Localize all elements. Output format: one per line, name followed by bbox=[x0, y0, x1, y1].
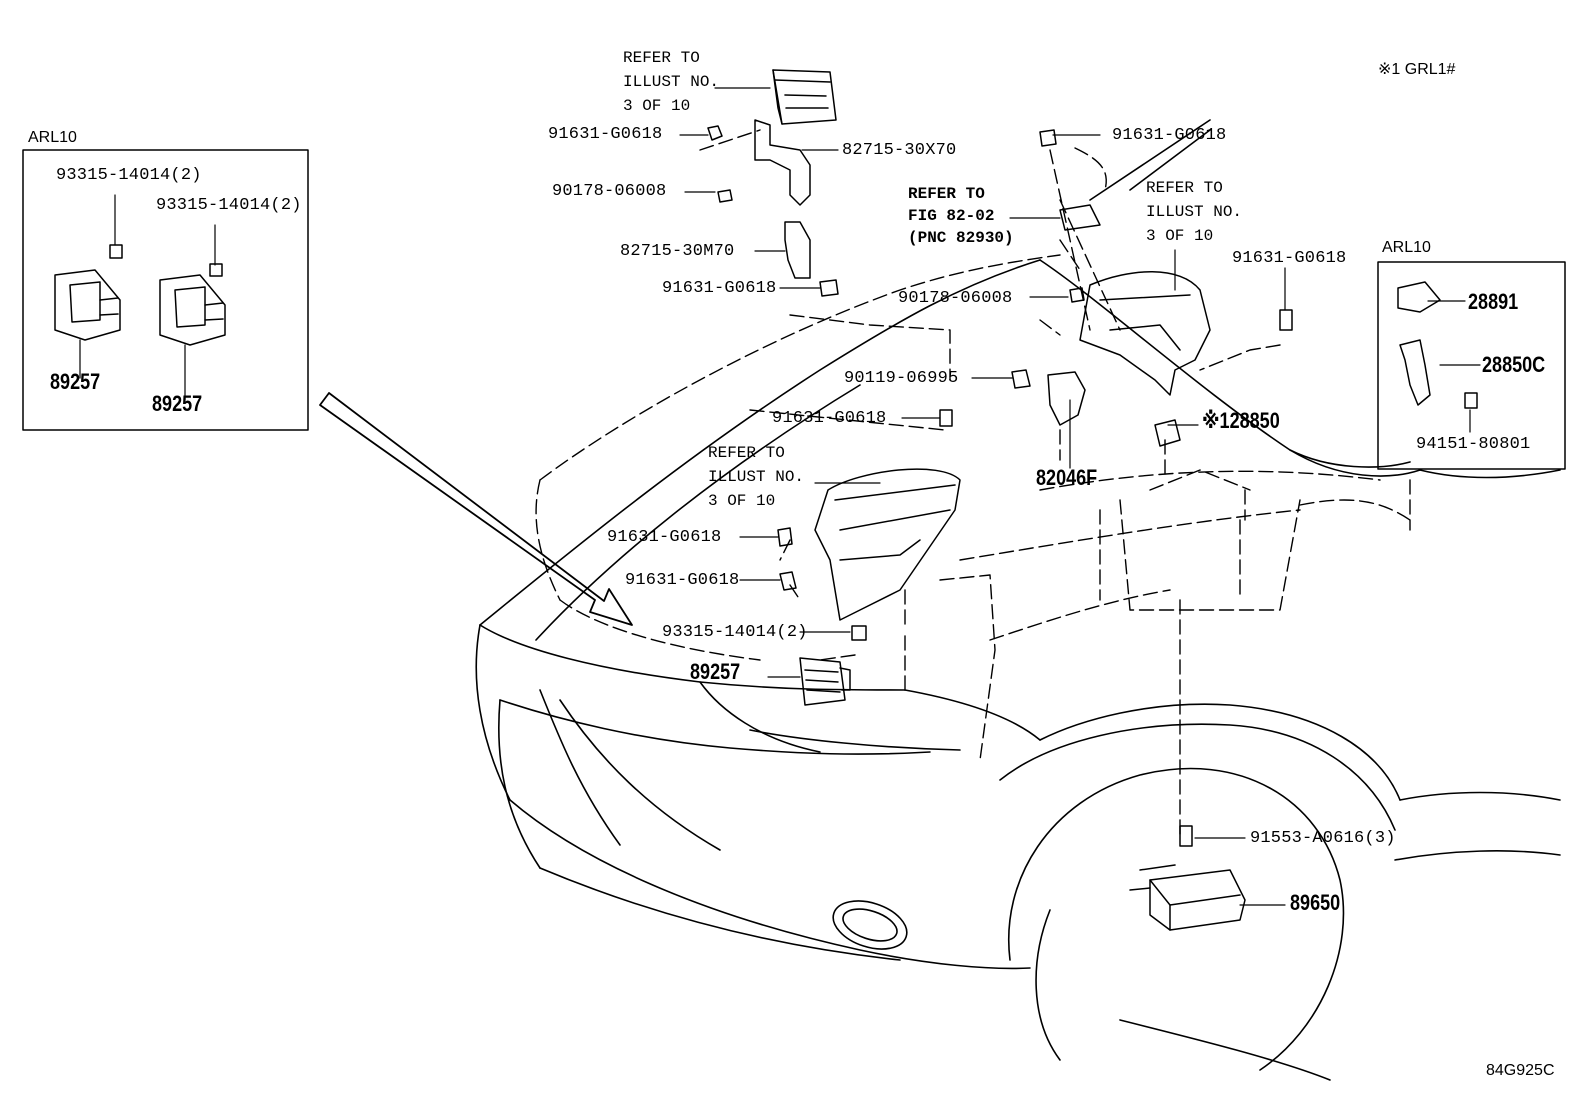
callout-89257-center: 89257 bbox=[690, 659, 741, 684]
inset-box-left bbox=[22, 149, 309, 431]
callout-91631-6: 91631-G0618 bbox=[607, 528, 722, 547]
callout-93315-center: 93315-14014(2) bbox=[662, 623, 808, 642]
inset-title-left: ARL10 bbox=[28, 129, 77, 146]
callout-90178-2: 90178-06008 bbox=[898, 289, 1013, 308]
callout-28850c: 28850C bbox=[1482, 352, 1546, 377]
callout-93315-a: 93315-14014(2) bbox=[56, 166, 202, 185]
callout-90119: 90119-06995 bbox=[844, 369, 959, 388]
inset-box-right bbox=[1377, 261, 1566, 470]
callout-91631-4: 91631-G0618 bbox=[1232, 249, 1347, 268]
hidden-lines bbox=[535, 129, 1411, 841]
refer-3-line-1: REFER TO bbox=[1146, 179, 1223, 197]
callout-94151: 94151-80801 bbox=[1416, 435, 1531, 454]
callout-93315-b: 93315-14014(2) bbox=[156, 196, 302, 215]
refer-3-line-2: ILLUST NO. bbox=[1146, 203, 1243, 221]
refer-4-line-3: 3 OF 10 bbox=[708, 492, 776, 510]
callout-91631-2: 91631-G0618 bbox=[662, 279, 777, 298]
callout-91631-1: 91631-G0618 bbox=[548, 125, 663, 144]
callout-89257-a: 89257 bbox=[50, 369, 101, 394]
refer-2-line-2: FIG 82-02 bbox=[908, 207, 995, 225]
note-grl: ※1 GRL1# bbox=[1378, 61, 1456, 78]
callout-91631-7: 91631-G0618 bbox=[625, 571, 740, 590]
refer-1-line-3: 3 OF 10 bbox=[623, 97, 691, 115]
car-body-outline bbox=[475, 119, 1561, 1081]
callout-128850: ※128850 bbox=[1202, 408, 1280, 433]
refer-1-line-1: REFER TO bbox=[623, 49, 700, 67]
refer-4-line-1: REFER TO bbox=[708, 444, 785, 462]
callout-91553: 91553-A0616(3) bbox=[1250, 829, 1396, 848]
callout-82046f: 82046F bbox=[1036, 465, 1098, 490]
diagram-code: 84G925C bbox=[1486, 1062, 1555, 1079]
callout-91631-3: 91631-G0618 bbox=[1112, 126, 1227, 145]
callout-28891: 28891 bbox=[1468, 289, 1519, 314]
callout-89650: 89650 bbox=[1290, 890, 1341, 915]
refer-2-line-3: (PNC 82930) bbox=[908, 229, 1014, 247]
parts-sketches bbox=[54, 69, 1478, 931]
refer-1-line-2: ILLUST NO. bbox=[623, 73, 720, 91]
direction-arrow bbox=[319, 392, 633, 626]
refer-4-line-2: ILLUST NO. bbox=[708, 468, 805, 486]
callout-82715-30x70: 82715-30X70 bbox=[842, 141, 957, 160]
leader-lines bbox=[79, 87, 1481, 906]
refer-3-line-3: 3 OF 10 bbox=[1146, 227, 1214, 245]
callout-91631-5: 91631-G0618 bbox=[772, 409, 887, 428]
callout-89257-b: 89257 bbox=[152, 391, 203, 416]
callout-90178-1: 90178-06008 bbox=[552, 182, 667, 201]
callout-82715-30m70: 82715-30M70 bbox=[620, 242, 735, 261]
refer-2-line-1: REFER TO bbox=[908, 185, 985, 203]
inset-title-right: ARL10 bbox=[1382, 239, 1431, 256]
